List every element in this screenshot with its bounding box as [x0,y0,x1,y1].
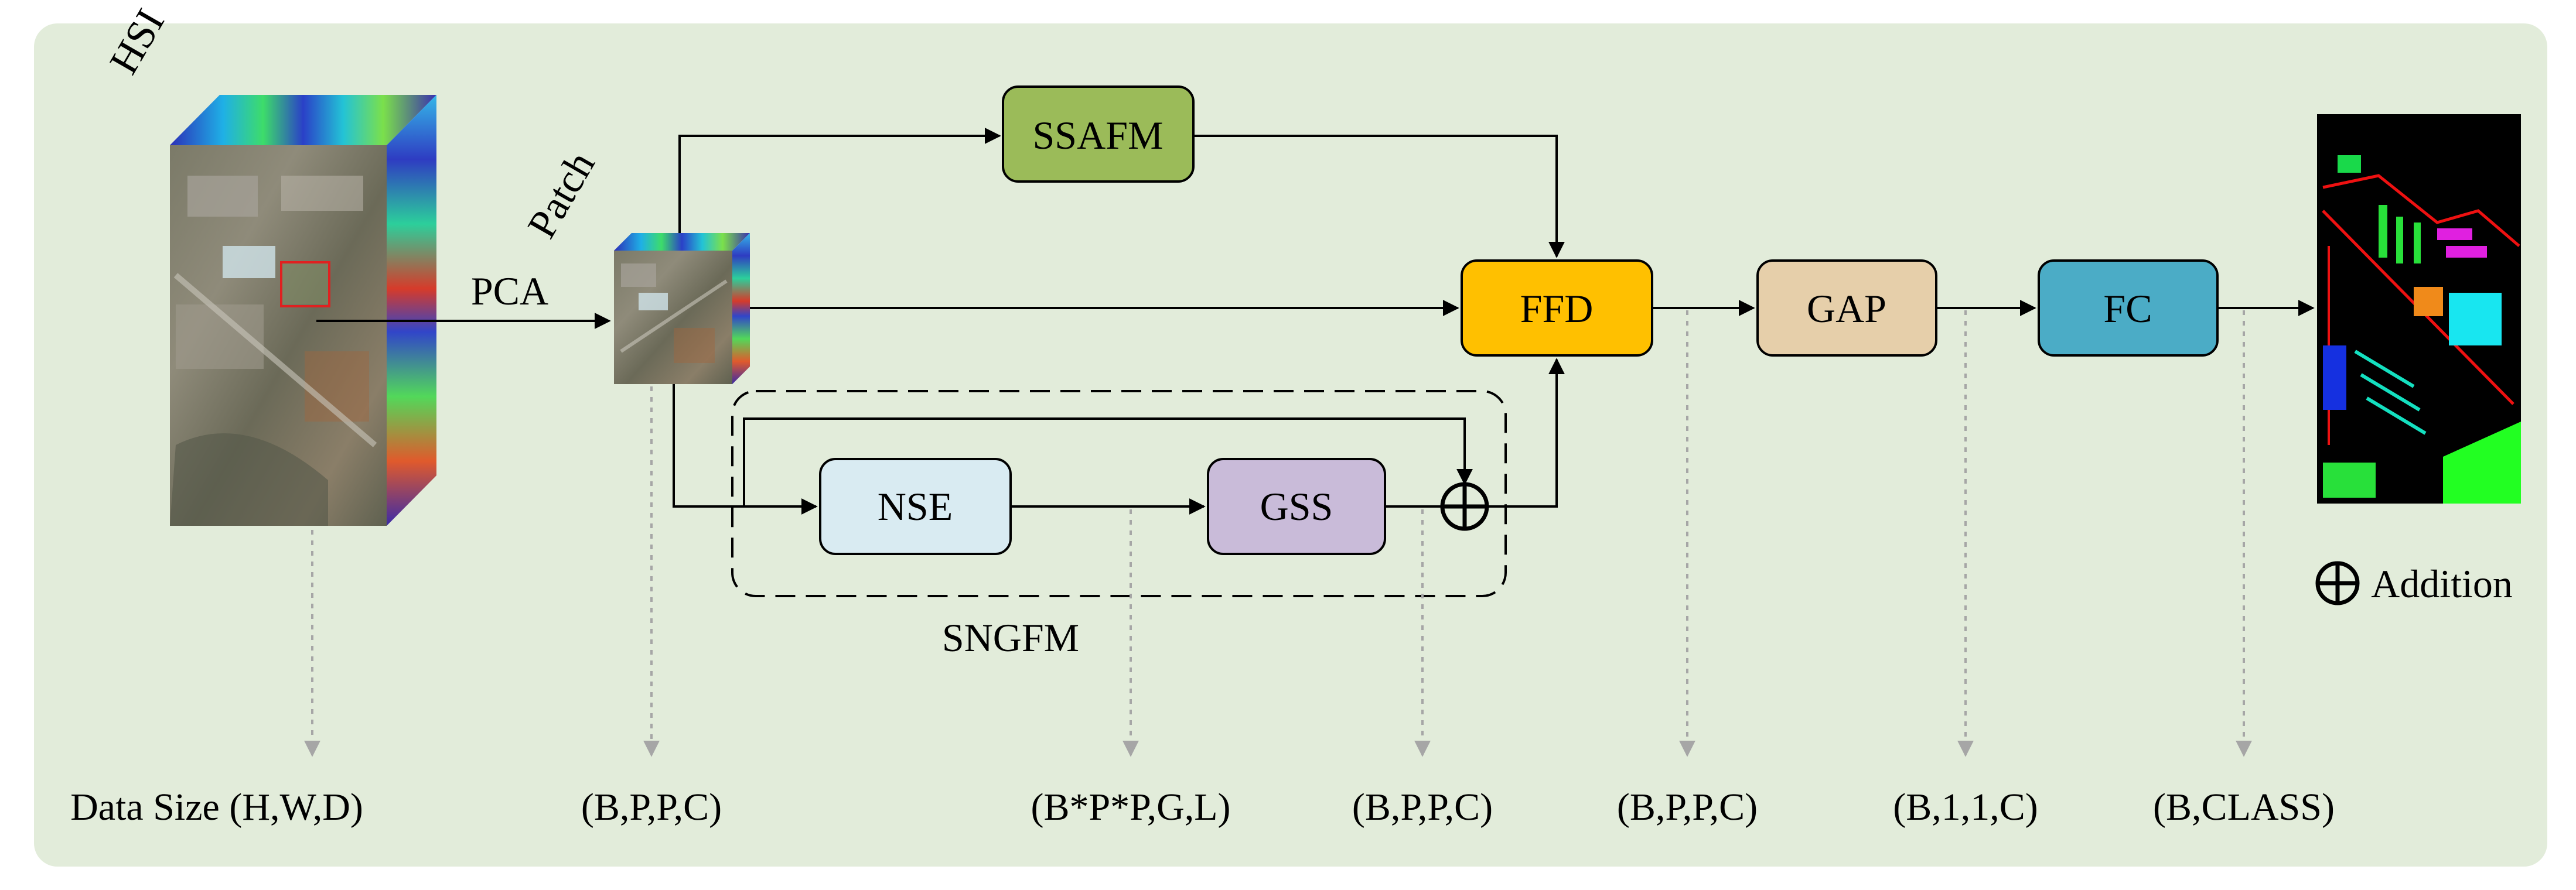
hsi-label: HSI [101,2,173,81]
patch-to-nse-arrow [673,384,818,515]
ssafm-to-ffd-arrow [1193,135,1565,258]
connectors [316,128,2315,515]
gap-size-label: (B,1,1,C) [1893,786,2038,829]
hsi-cube [170,95,436,526]
ffd-label: FFD [1520,286,1594,331]
patch-cube [614,233,750,384]
sngfm-label: SNGFM [942,615,1079,660]
ssafm-box [1002,85,1195,183]
sngfm-group-box [731,390,1507,597]
gss-size-label: (B,P,P,C) [1352,786,1493,829]
fc-size-label: (B,CLASS) [2153,786,2335,829]
patch-label: Patch [519,144,603,245]
ffd-size-label: (B,P,P,C) [1617,786,1758,829]
addition-legend-icon [2315,561,2360,605]
nse-label: NSE [878,484,953,529]
add-to-ffd-arrow [1488,358,1565,508]
gss-label: GSS [1260,484,1333,529]
classification-map [2317,114,2521,504]
addition-node [1440,482,1489,531]
size-arrows [304,310,2252,757]
skip-connection-arrow [743,417,1473,506]
fc-label: FC [2103,286,2152,331]
gap-label: GAP [1807,286,1886,331]
patch-size-label: (B,P,P,C) [581,786,722,829]
ssafm-label: SSAFM [1032,113,1163,158]
pca-label: PCA [471,269,548,313]
patch-to-ssafm-arrow [678,128,1001,233]
diagram-background [34,23,2547,867]
nse-size-label: (B*P*P,G,L) [1031,786,1230,829]
patch-selection-box [280,261,330,307]
addition-label: Addition [2371,562,2513,606]
input-size-label: Data Size (H,W,D) [70,786,363,829]
